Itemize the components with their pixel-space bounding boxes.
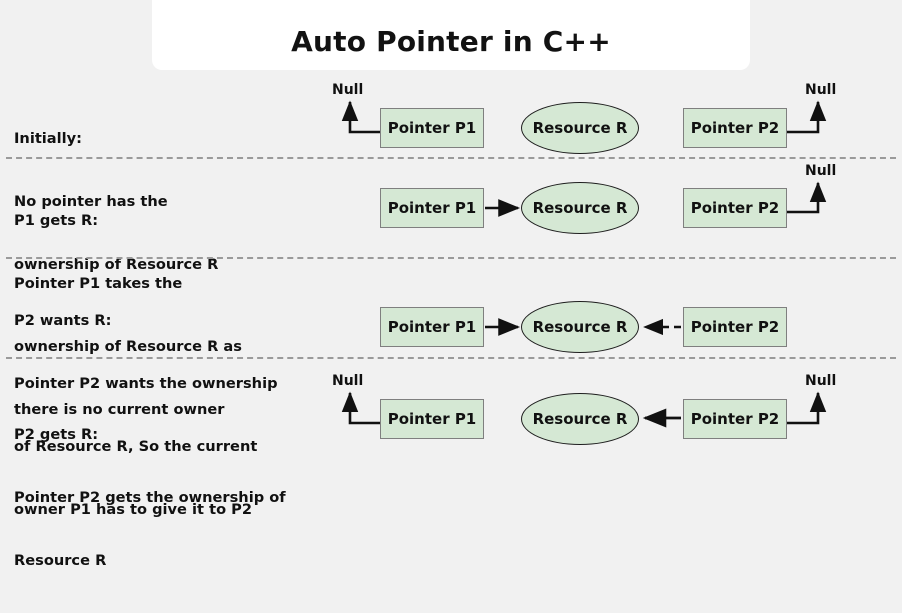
pointer-p2-box-row1[interactable]: Pointer P2 [683,108,787,148]
step-line: Pointer P2 wants the ownership [14,375,278,392]
page-title: Auto Pointer in C++ [291,25,611,58]
resource-r-ellipse-row4[interactable]: Resource R [521,393,639,445]
null-label-p2-row2: Null [805,163,837,179]
row-separator-1 [6,157,896,159]
pointer-p2-box-row2[interactable]: Pointer P2 [683,188,787,228]
null-label-p1-row4: Null [332,373,364,389]
step-line: Pointer P1 takes the [14,275,183,292]
pointer-p1-box-row1[interactable]: Pointer P1 [380,108,484,148]
step-heading: P2 wants R: [14,312,112,329]
null-label-p1-row1: Null [332,82,364,98]
row-separator-2 [6,257,896,259]
step-line: of Resource R, So the current [14,438,258,455]
arrow-p2-null-row2 [787,181,827,214]
null-label-p2-row1: Null [805,82,837,98]
pointer-p2-box-row4[interactable]: Pointer P2 [683,399,787,439]
step-line: ownership of Resource R [14,256,219,273]
step-description-p2-gets-r: P2 gets R: Pointer P2 gets the ownership… [14,382,286,613]
resource-r-ellipse-row2[interactable]: Resource R [521,182,639,234]
step-line: Resource R [14,552,107,569]
pointer-p2-box-row3[interactable]: Pointer P2 [683,307,787,347]
resource-r-ellipse-row1[interactable]: Resource R [521,102,639,154]
pointer-p1-box-row3[interactable]: Pointer P1 [380,307,484,347]
step-line: there is no current owner [14,401,225,418]
null-label-p2-row4: Null [805,373,837,389]
step-line: ownership of Resource R as [14,338,242,355]
step-line: Pointer P2 gets the ownership of [14,489,286,506]
pointer-p1-box-row4[interactable]: Pointer P1 [380,399,484,439]
step-line: No pointer has the [14,193,168,210]
arrow-p1-null-row4 [341,391,380,425]
step-heading: Initially: [14,130,83,147]
step-description-p1-gets-r: P1 gets R: Pointer P1 takes the ownershi… [14,168,242,462]
step-description-initially: Initially: No pointer has the ownership … [14,86,218,317]
title-card: Auto Pointer in C++ [152,0,750,70]
step-heading: P1 gets R: [14,212,99,229]
arrow-p2-null-row1 [787,100,827,134]
row-separator-3 [6,357,896,359]
resource-r-ellipse-row3[interactable]: Resource R [521,301,639,353]
pointer-p1-box-row2[interactable]: Pointer P1 [380,188,484,228]
step-heading: P2 gets R: [14,426,99,443]
arrow-p2-null-row4 [787,391,827,425]
arrow-p1-null-row1 [341,100,380,134]
